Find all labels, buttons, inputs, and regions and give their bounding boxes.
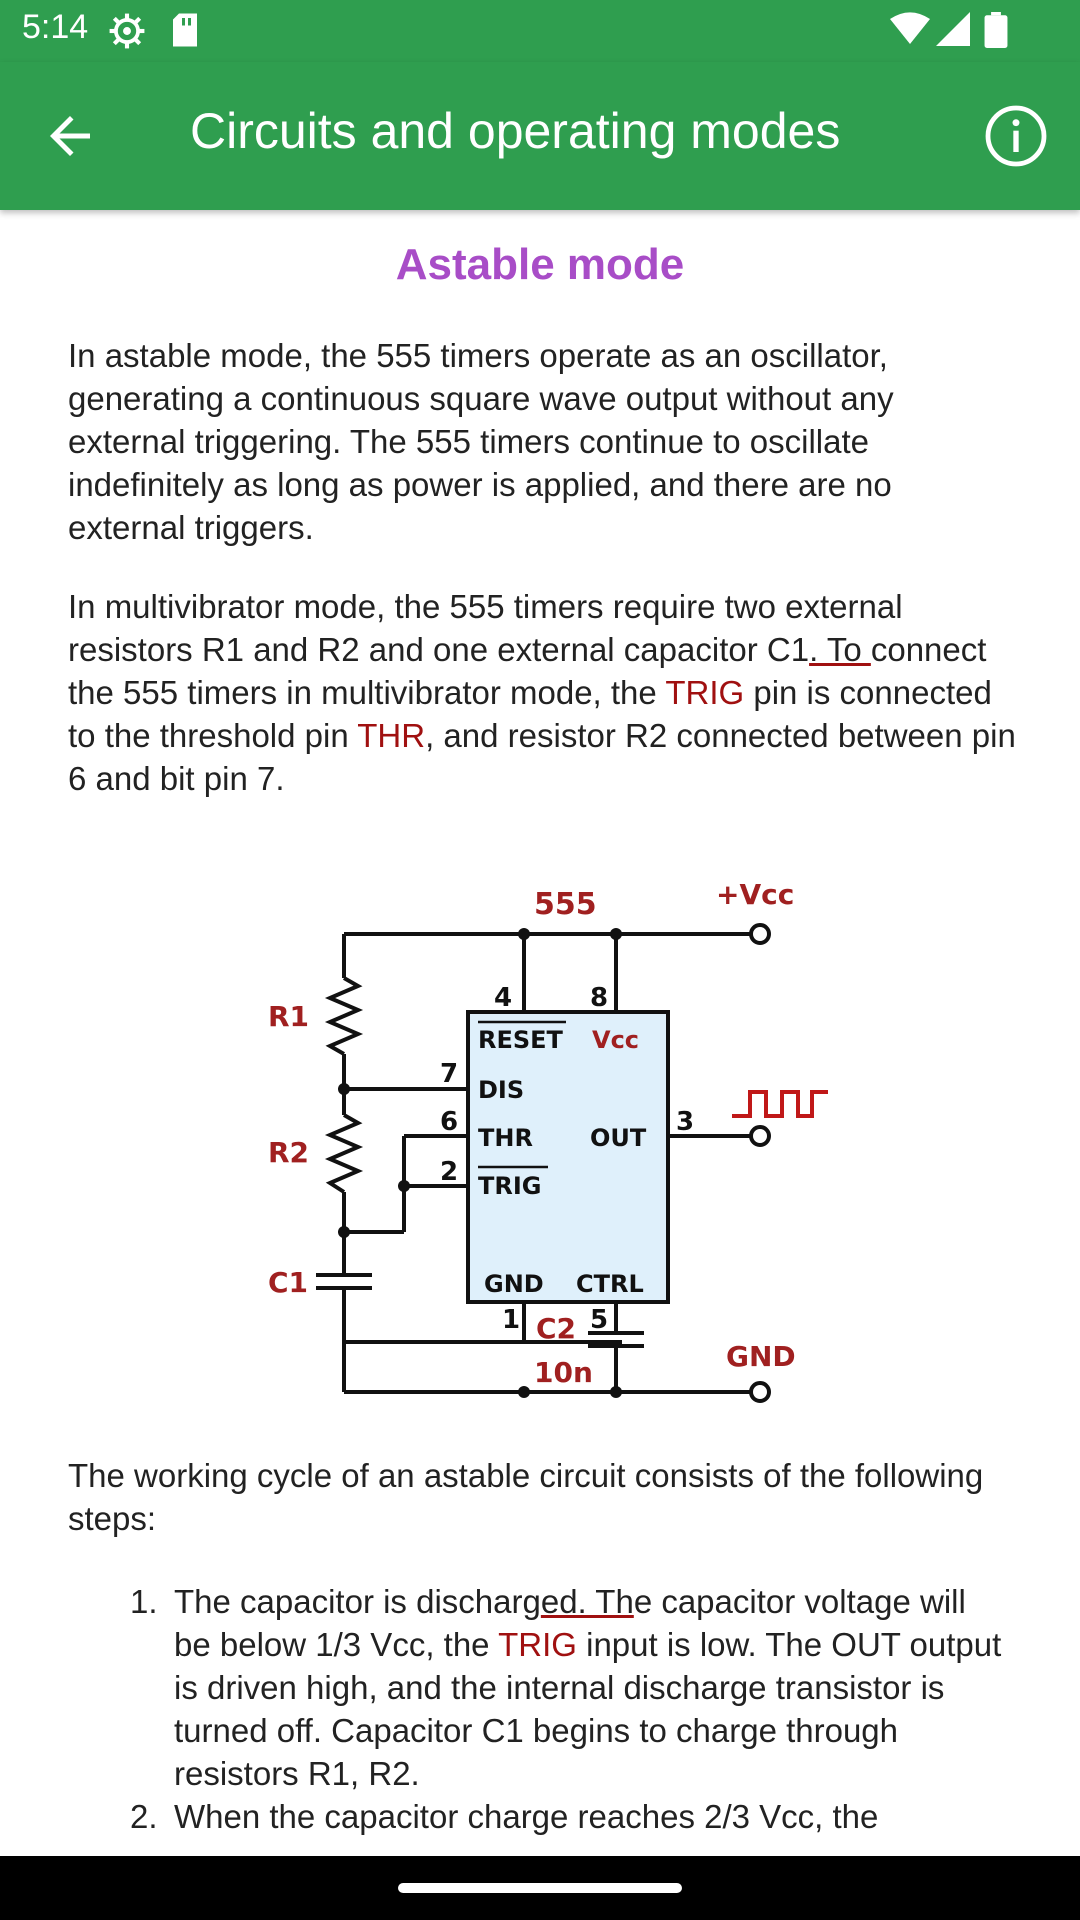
page-title: Circuits and operating modes bbox=[190, 103, 841, 159]
list-item: 1. The capacitor is discharged. The capac… bbox=[130, 1580, 1010, 1795]
app-bar: Circuits and operating modes bbox=[0, 62, 1080, 210]
step-text: When the capacitor charge reaches 2/3 Vc… bbox=[174, 1798, 879, 1835]
paragraph-text: connect the 555 timers in multivibrator … bbox=[68, 631, 987, 711]
pin-2: 2 bbox=[440, 1157, 458, 1187]
home-gesture-handle[interactable] bbox=[398, 1883, 682, 1893]
content-area[interactable]: Astable mode In astable mode, the 555 ti… bbox=[0, 210, 1080, 1856]
paragraph-working-cycle: The working cycle of an astable circuit … bbox=[68, 1457, 984, 1537]
thr-link[interactable]: THR bbox=[357, 717, 426, 754]
chip-label-ctrl: CTRL bbox=[576, 1270, 644, 1298]
sd-card-icon bbox=[173, 13, 197, 47]
step-text: ed. Th bbox=[540, 1583, 634, 1620]
step-text: The capacitor is discharg bbox=[174, 1583, 541, 1620]
pin-4: 4 bbox=[494, 983, 512, 1013]
pin-6: 6 bbox=[440, 1107, 458, 1137]
chip-label-out: OUT bbox=[590, 1124, 647, 1152]
label-c2-value: 10n bbox=[534, 1356, 593, 1389]
list-number: 1. bbox=[130, 1583, 158, 1620]
info-icon[interactable] bbox=[984, 104, 1048, 168]
pin-5: 5 bbox=[590, 1305, 608, 1335]
label-c1: C1 bbox=[268, 1266, 308, 1299]
pin-1: 1 bbox=[502, 1305, 520, 1335]
label-r1: R1 bbox=[268, 1000, 309, 1033]
label-chip: 555 bbox=[534, 887, 597, 922]
chip-label-vcc: Vcc bbox=[592, 1026, 639, 1054]
status-bar: 5:14 bbox=[0, 0, 1080, 62]
arrow-back-icon[interactable] bbox=[40, 106, 100, 166]
pin-7: 7 bbox=[440, 1059, 458, 1089]
signal-icon bbox=[936, 12, 970, 46]
paragraph-text: pin is connected to the threshold pin bbox=[68, 674, 992, 754]
chip-label-trig: TRIG bbox=[478, 1172, 541, 1200]
paragraph-text: , and resistor R2 connected between pin … bbox=[68, 717, 1016, 797]
navigation-bar bbox=[0, 1856, 1080, 1920]
chip-label-gnd: GND bbox=[484, 1270, 544, 1298]
paragraph-text: . To bbox=[809, 631, 871, 668]
label-r2: R2 bbox=[268, 1136, 309, 1169]
label-c2: C2 bbox=[536, 1312, 576, 1345]
trig-link[interactable]: TRIG bbox=[498, 1626, 577, 1663]
list-number: 2. bbox=[130, 1798, 158, 1835]
astable-circuit-diagram: 555 +Vcc GND R1 R2 C1 C2 10n 4 8 7 6 2 3… bbox=[268, 878, 828, 1403]
label-vcc: +Vcc bbox=[716, 878, 794, 911]
steps-list: 1. The capacitor is discharged. The capac… bbox=[130, 1580, 1010, 1838]
paragraph-intro: In astable mode, the 555 timers operate … bbox=[68, 337, 894, 546]
label-gnd: GND bbox=[726, 1340, 796, 1373]
paragraph-text: In multivibrator mode, the 555 timers re… bbox=[68, 588, 903, 668]
step-text: input is low. The OUT output is driven h… bbox=[174, 1626, 1002, 1792]
chip-label-thr: THR bbox=[478, 1124, 533, 1152]
section-title: Astable mode bbox=[395, 240, 685, 289]
chip-label-reset: RESET bbox=[478, 1026, 564, 1054]
trig-link[interactable]: TRIG bbox=[665, 674, 745, 711]
status-time: 5:14 bbox=[22, 8, 89, 46]
step-text: e capacitor voltage will be below 1/3 Vc… bbox=[174, 1583, 966, 1663]
battery-icon bbox=[984, 12, 1008, 48]
paragraph-multivibrator: In multivibrator mode, the 555 timers re… bbox=[68, 585, 1018, 800]
pin-8: 8 bbox=[590, 983, 608, 1013]
list-item: 2. When the capacitor charge reaches 2/3 … bbox=[130, 1795, 1010, 1838]
settings-icon bbox=[109, 13, 145, 49]
chip-label-dis: DIS bbox=[478, 1076, 524, 1104]
wifi-icon bbox=[890, 12, 930, 45]
pin-3: 3 bbox=[676, 1107, 694, 1137]
